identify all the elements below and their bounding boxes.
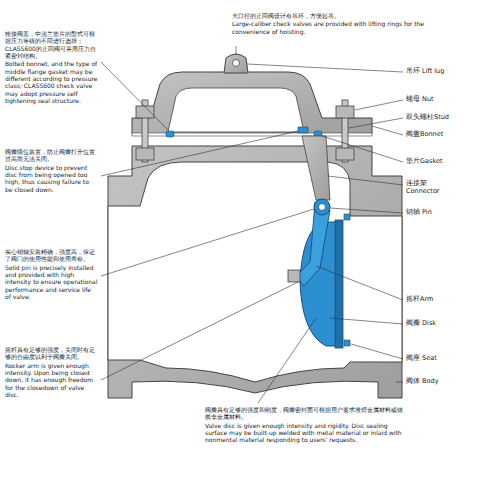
callout-note: Rocker arm is given enough intensity. Up… <box>5 362 98 399</box>
body-cavity <box>108 162 402 382</box>
seat <box>344 214 350 220</box>
gasket <box>166 131 174 137</box>
part-label: 阀盖Bonnet <box>406 131 478 139</box>
part-label: 吊环 Lift lug <box>406 68 478 76</box>
callout-note: 大口径的止回阀设计有吊环，方便起吊。 <box>232 12 432 19</box>
bonnet-cavity <box>168 88 304 132</box>
pin-core <box>319 204 326 211</box>
callout-note: 阀瓣具有足够的强度和刚度，阀瓣密封面可根据用户要求堆焊金属材料或镶嵌非金属材料。 <box>205 406 405 421</box>
disc-stop <box>298 127 308 133</box>
nut <box>336 148 354 160</box>
lug-hole <box>233 60 240 67</box>
part-label: 连接架 Connector <box>406 180 442 196</box>
callout-note: 实心销轴安装精确，强度高，保证了阀门的使用性能和使用寿命。 <box>5 248 98 263</box>
nut <box>136 106 154 118</box>
nut <box>136 148 154 160</box>
pin <box>314 199 330 215</box>
callout-note: Bolted bonnet, and the type of middle fl… <box>5 60 98 104</box>
disc-face <box>335 220 343 348</box>
part-label: 双头螺柱Stud <box>406 114 478 122</box>
lift-lug <box>224 54 248 73</box>
callout-note: 栓接阀盖，中法兰垫片的型式可根据压力等级的不同进行选择；CLASS600的止回阀… <box>5 30 98 59</box>
callout-note: Disc stop device to prevent disc from be… <box>5 164 98 193</box>
part-label: 阀瓣 Disk <box>406 320 478 328</box>
part-label: 摇杆Arm <box>406 296 478 304</box>
valve-body <box>108 146 402 398</box>
leader-lines <box>101 46 403 403</box>
part-label: 螺母 Nut <box>406 96 478 104</box>
callout-note: 阀瓣限位装置，防止阀瓣打开位置过高而无法关闭。 <box>5 148 98 163</box>
callout-note: 摇杆具有足够的强度，关闭时有足够的自由度以利于阀瓣关闭。 <box>5 346 98 361</box>
callout-note: Valve disc is given enough intensity and… <box>205 422 405 444</box>
callout-note: Solid pin is precisely installed and pro… <box>5 264 98 301</box>
part-label: 阀体 Body <box>406 378 478 386</box>
arm-nut <box>288 270 300 282</box>
part-label: 阀座 Seat <box>406 355 478 363</box>
nut <box>336 106 354 118</box>
connector-bracket <box>302 136 330 200</box>
callout-note: Large-caliber check valves are provided … <box>232 20 437 35</box>
part-label: 垫片Gasket <box>406 158 478 166</box>
bonnet <box>132 72 372 134</box>
seat <box>344 340 350 346</box>
part-label: 销轴 Pin <box>406 209 478 217</box>
